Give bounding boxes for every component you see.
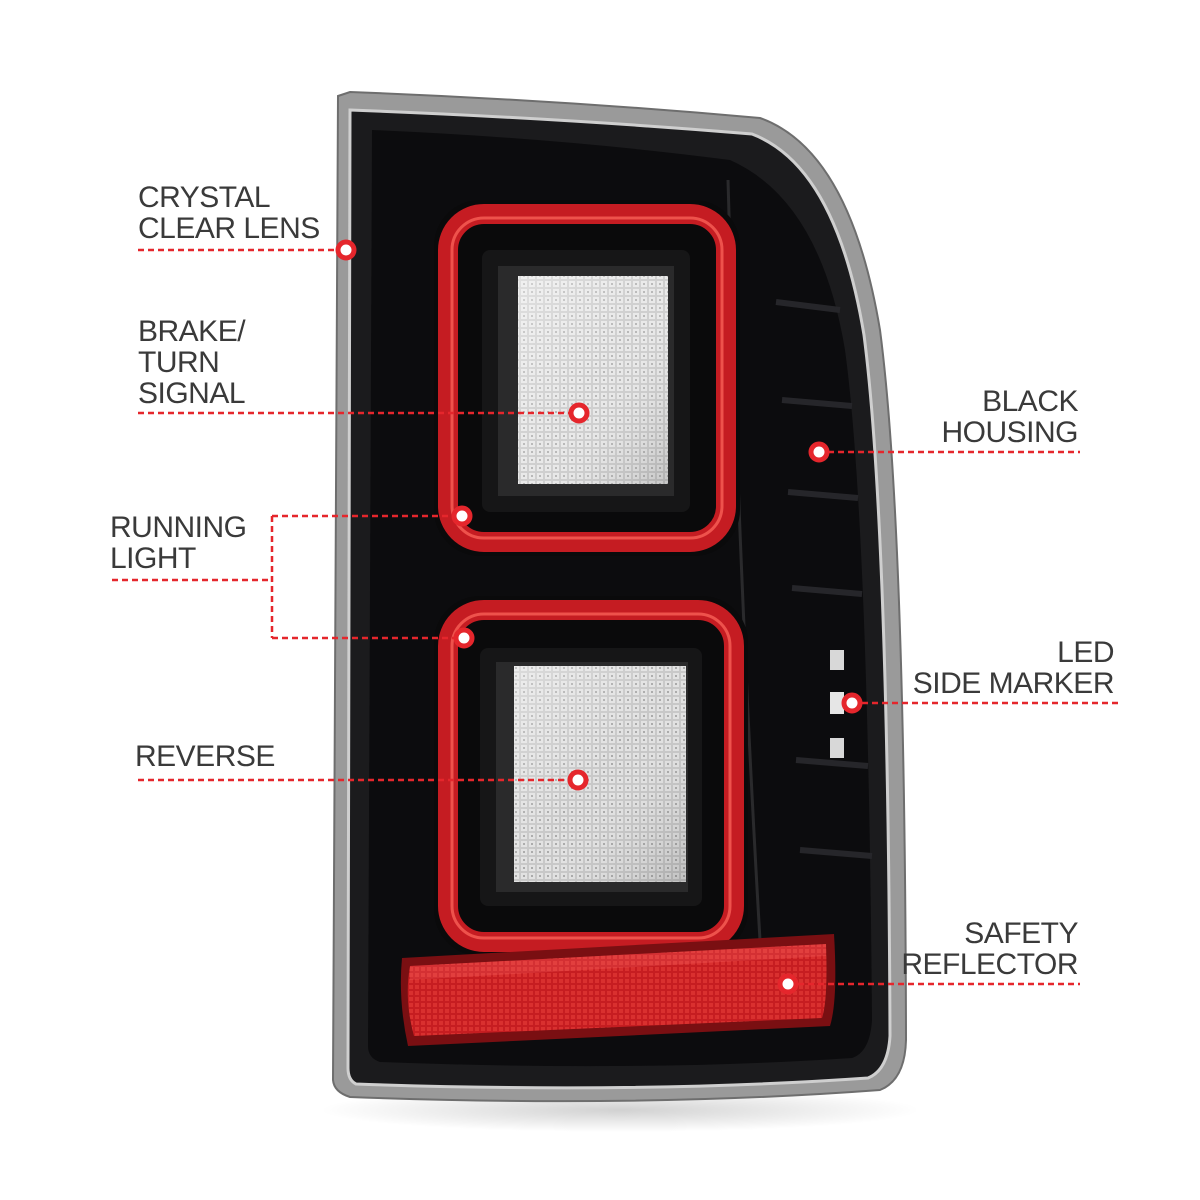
leader-lines xyxy=(112,248,1118,986)
dot-running-light-upper xyxy=(451,505,473,527)
callout-dots xyxy=(335,239,863,995)
label-black-housing: BLACK HOUSING xyxy=(941,385,1078,449)
dot-brake-turn-signal xyxy=(568,402,590,424)
upper-light-module xyxy=(434,200,740,556)
safety-reflector xyxy=(400,934,836,1046)
label-safety-reflector: SAFETY REFLECTOR xyxy=(901,917,1078,981)
housing-ribs xyxy=(775,299,873,859)
dot-black-housing xyxy=(808,441,830,463)
label-brake-turn-signal: BRAKE/ TURN SIGNAL xyxy=(138,315,246,410)
leader-running-light-bracket xyxy=(270,514,456,640)
dot-running-light-lower xyxy=(453,627,475,649)
dot-led-side-marker xyxy=(841,692,863,714)
label-led-side-marker: LED SIDE MARKER xyxy=(912,636,1115,700)
dot-safety-reflector xyxy=(777,973,799,995)
dot-crystal-clear-lens xyxy=(335,239,357,261)
lower-light-module xyxy=(434,596,748,956)
led-side-marker xyxy=(830,650,844,758)
label-crystal-clear-lens: CRYSTAL CLEAR LENS xyxy=(138,181,320,245)
label-running-light: RUNNING LIGHT xyxy=(110,511,247,575)
dot-reverse xyxy=(567,769,589,791)
label-reverse: REVERSE xyxy=(135,740,275,773)
